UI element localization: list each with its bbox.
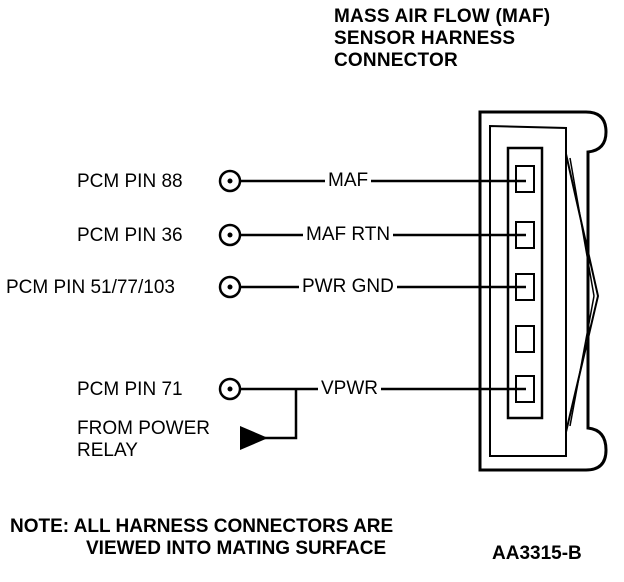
power-relay-label-line-1: FROM POWER — [77, 418, 210, 439]
signal-label-maf-rtn: MAF RTN — [303, 224, 394, 246]
power-relay-label: FROM POWER RELAY — [77, 418, 210, 462]
terminal-cavity-4 — [515, 325, 535, 353]
power-relay-arrow-icon — [240, 426, 268, 450]
title-line-3: CONNECTOR — [334, 50, 458, 71]
pcm-terminal-1 — [218, 169, 242, 193]
connector-housing — [478, 110, 608, 472]
pcm-pin-label-2: PCM PIN 36 — [77, 225, 183, 246]
signal-label-vpwr: VPWR — [318, 378, 381, 400]
pcm-terminal-4 — [218, 377, 242, 401]
connector-title: MASS AIR FLOW (MAF) SENSOR HARNESS CONNE… — [334, 6, 550, 72]
signal-label-pwr-gnd: PWR GND — [299, 276, 397, 298]
signal-label-maf: MAF — [325, 170, 372, 192]
power-relay-branch-wire — [258, 389, 298, 440]
note-line-2: VIEWED INTO MATING SURFACE — [86, 538, 387, 559]
power-relay-label-line-2: RELAY — [77, 440, 138, 461]
pcm-pin-label-3: PCM PIN 51/77/103 — [6, 277, 175, 298]
mating-surface-note: NOTE: ALL HARNESS CONNECTORS ARE VIEWED … — [10, 516, 393, 560]
figure-id: AA3315-B — [492, 543, 582, 564]
pcm-pin-label-4: PCM PIN 71 — [77, 379, 183, 400]
note-line-1: NOTE: ALL HARNESS CONNECTORS ARE — [10, 516, 394, 537]
pcm-terminal-2 — [218, 223, 242, 247]
title-line-2: SENSOR HARNESS — [334, 28, 516, 49]
title-line-1: MASS AIR FLOW (MAF) — [334, 6, 551, 27]
terminal-cavity-1 — [515, 165, 535, 193]
connector-inner-frame — [489, 124, 567, 457]
terminal-strip — [506, 146, 544, 420]
pcm-terminal-3 — [218, 275, 242, 299]
pcm-pin-label-1: PCM PIN 88 — [77, 171, 183, 192]
